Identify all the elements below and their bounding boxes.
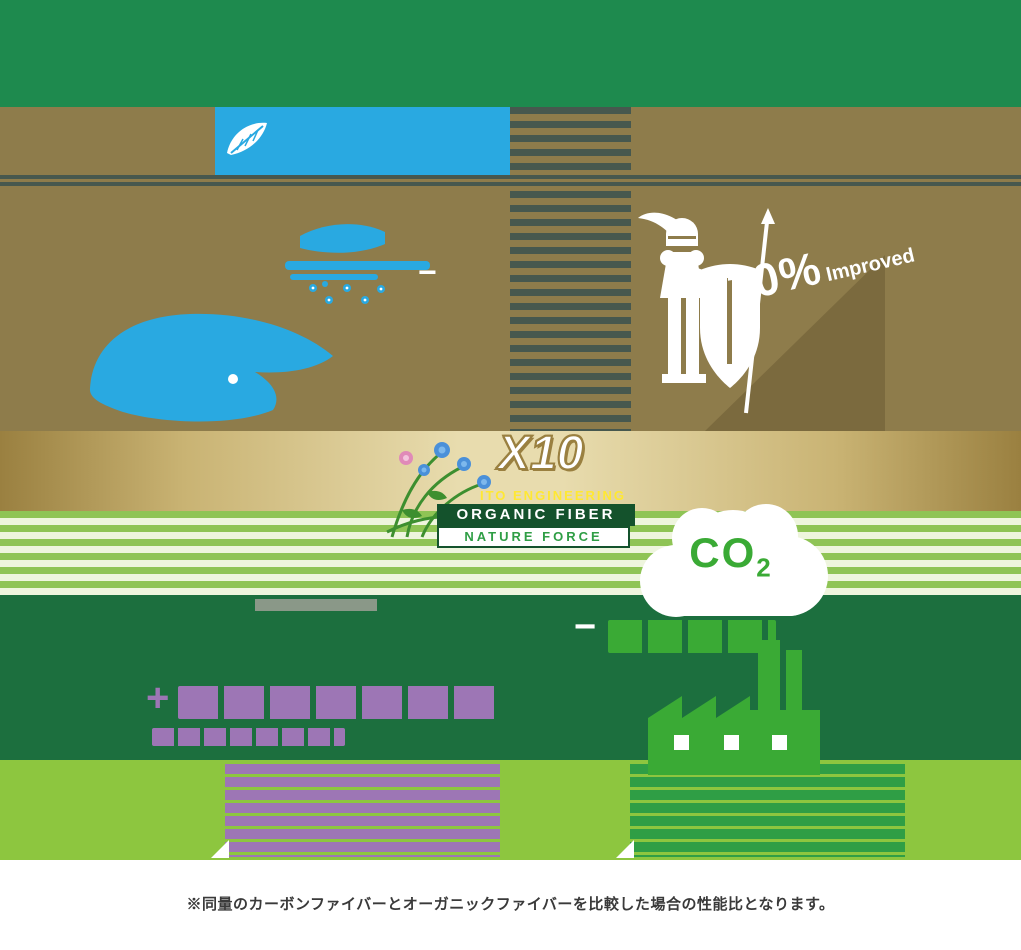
sparkle-flowers [309, 281, 385, 304]
logo-multiplier: X10 [497, 426, 584, 481]
lightweight-header-block [215, 107, 510, 176]
comparison-pointer-left [211, 840, 229, 858]
cost-text-block-large [178, 686, 500, 719]
emissions-reduction-text-block [608, 620, 776, 653]
brand-logo: X10 ITO ENGINEERING ORGANIC FIBER NATURE… [372, 426, 640, 548]
center-stripe-divider [510, 107, 631, 431]
factory-icon [648, 640, 820, 775]
gold-divider-band [0, 431, 1021, 511]
co2-cloud-label: CO2 [628, 529, 834, 583]
carbon-fiber-comparison-block [225, 764, 500, 857]
footnote-text: ※同量のカーボンファイバーとオーガニックファイバーを比較した場合の性能比となりま… [186, 896, 835, 913]
logo-company-name: ITO ENGINEERING [479, 488, 627, 503]
cost-text-block-small [152, 728, 345, 746]
co2-subscript: 2 [756, 552, 773, 583]
logo-series-name: NATURE FORCE [437, 526, 630, 548]
horizontal-stripe-divider [0, 175, 1021, 187]
co2-text: CO [689, 529, 757, 576]
cost-plus-sign: + [146, 676, 170, 720]
co2-cloud [640, 504, 828, 617]
weight-minus-sign: − [418, 254, 437, 290]
lightweight-illustration [89, 224, 430, 422]
small-label-bar [255, 599, 377, 611]
knight-icon [638, 208, 775, 414]
feather-icon [227, 122, 267, 155]
comparison-pointer-right [616, 840, 634, 858]
emissions-minus-sign: − [574, 606, 597, 648]
header-banner [0, 0, 1021, 107]
logo-product-name: ORGANIC FIBER [437, 504, 635, 526]
organic-fiber-comparison-block [630, 764, 905, 857]
